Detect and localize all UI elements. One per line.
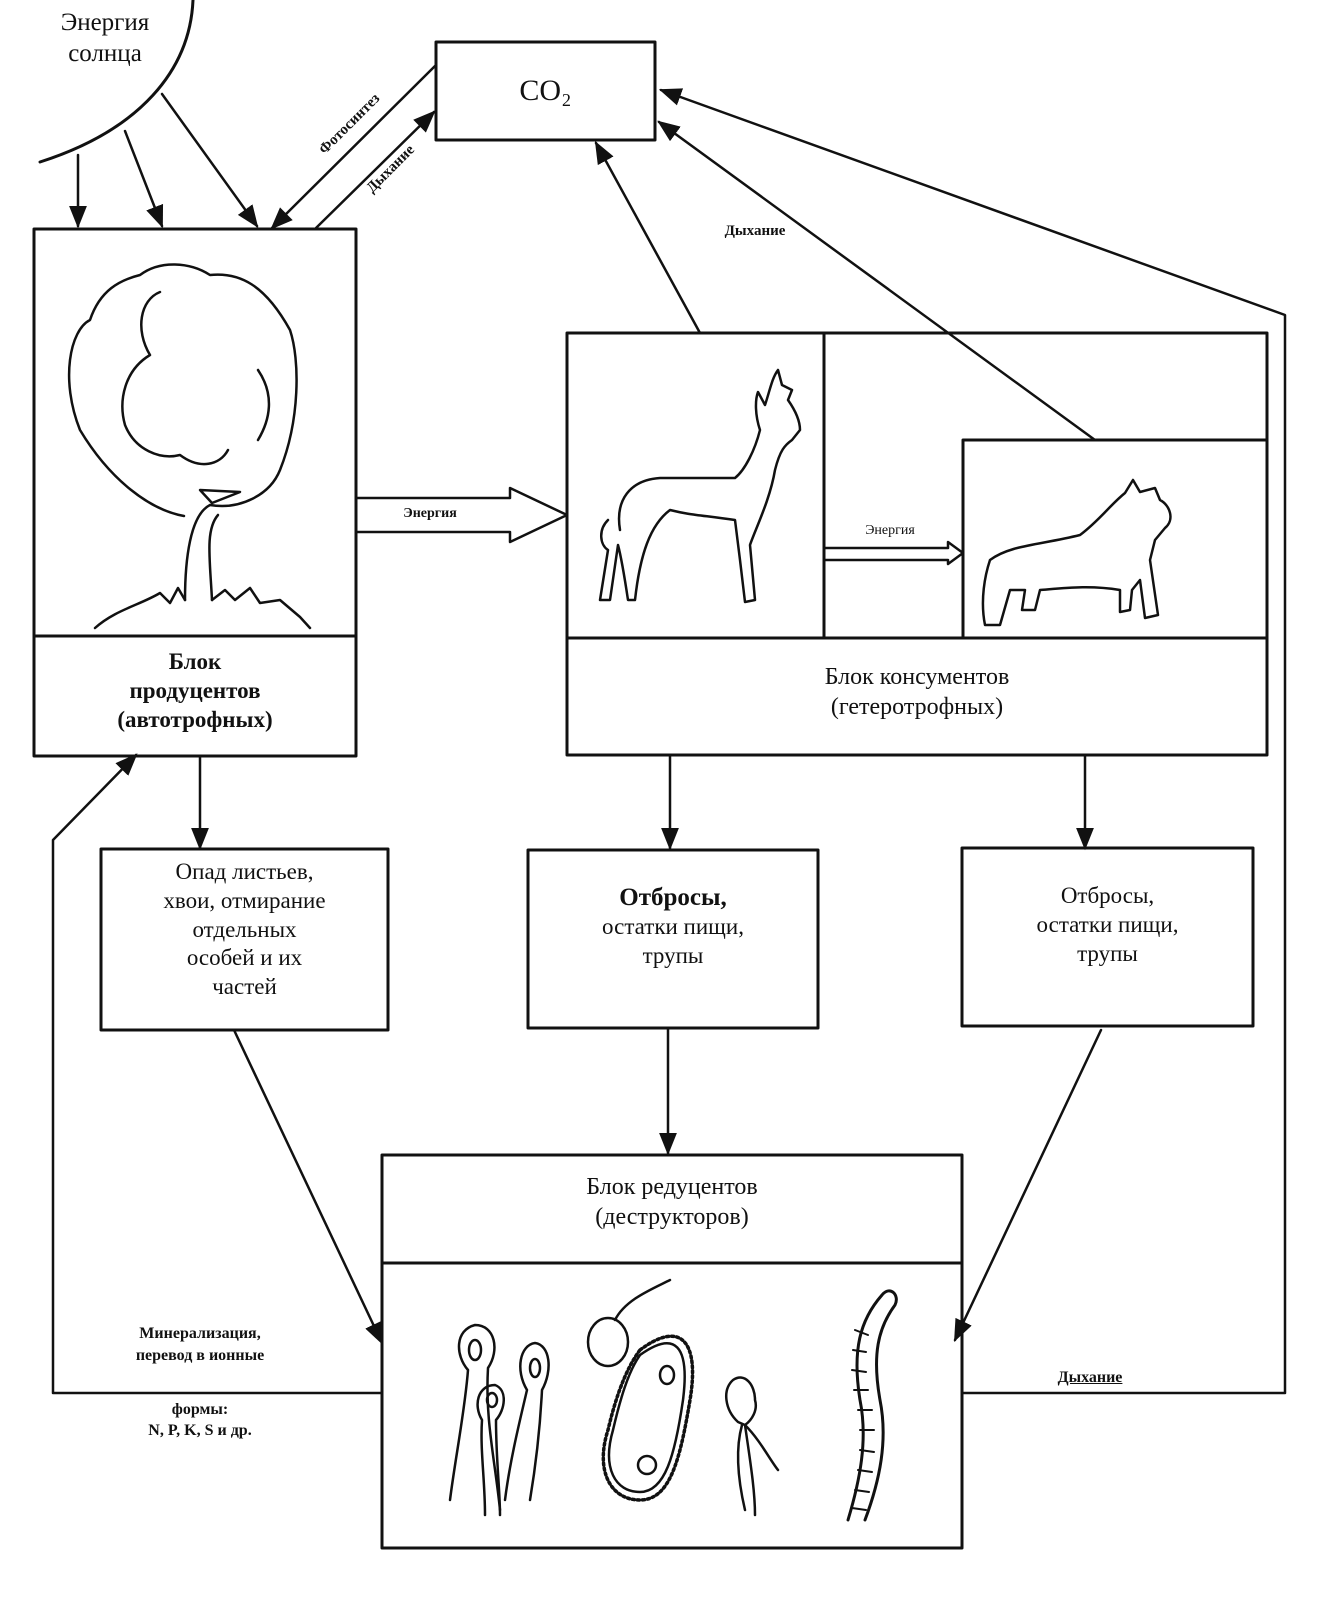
energy-label-2: Энергия [865, 523, 915, 538]
respiration-consumers-label: Дыхание [724, 223, 786, 239]
arrow-waste2-to-reducers [953, 1028, 1103, 1343]
consumers-label: Блок консументов (гетеротрофных) [567, 662, 1267, 722]
label-line: остатки пищи, [1036, 911, 1179, 937]
label-line: Отбросы, [619, 884, 727, 911]
deer-icon [598, 368, 802, 604]
label-line: продуцентов [129, 677, 261, 703]
reducers-box [380, 1153, 964, 1550]
sun-ray-arrow [160, 92, 259, 228]
respiration-reducers-label: Дыхание [1057, 1369, 1123, 1386]
wolf-icon [981, 478, 1172, 627]
waste-box-1 [526, 848, 820, 1030]
respiration-deer-arrow [594, 141, 702, 335]
label-line: Блок редуцентов [586, 1174, 758, 1200]
respiration-producers-arrow [314, 110, 436, 230]
flagellate-icon [586, 1278, 672, 1368]
mineralization-label-top: Минерализация, перевод в ионные [75, 1323, 325, 1368]
label-line: (автотрофных) [117, 706, 273, 732]
energy-arrow-deer-to-wolf [822, 540, 965, 566]
energy-label-1: Энергия [403, 506, 457, 521]
label-line: формы: [171, 1401, 229, 1418]
label-line: частей [212, 974, 277, 999]
label-line: особей и их [186, 945, 303, 971]
respiration-reducers-arrow [658, 88, 1287, 1395]
producers-label: Блок продуцентов (автотрофных) [34, 648, 356, 734]
mineralization-arrow [51, 753, 384, 1395]
label-line: (гетеротрофных) [830, 694, 1004, 720]
label-line: Отбросы, [1060, 883, 1155, 908]
litter-label: Опад листьев, хвои, отмирание отдельных … [101, 858, 388, 1002]
waste-box-2 [960, 846, 1255, 1028]
sun-icon [38, 0, 195, 164]
label-line: Минерализация, [139, 1325, 261, 1342]
sun-label-line: Энергия [60, 9, 150, 36]
waste1-label: Отбросы, остатки пищи, трупы [528, 882, 818, 971]
label-line: Блок консументов [824, 664, 1010, 690]
waste2-label: Отбросы, остатки пищи, трупы [962, 882, 1253, 968]
respiration-wolf-arrow [657, 120, 1097, 442]
arrow-litter-to-reducers [232, 1028, 384, 1346]
label-line: N, P, K, S и др. [148, 1421, 252, 1439]
ciliate-bacterium-icon [601, 1334, 695, 1502]
tree-icon [67, 263, 312, 630]
photosynthesis-arrow [270, 63, 438, 230]
co2-box [434, 40, 657, 142]
sun-label: Энергия солнца [25, 7, 185, 70]
label-line: Блок [168, 649, 222, 674]
label-line: (деструкторов) [595, 1204, 749, 1230]
label-line: трупы [1077, 940, 1138, 966]
reducers-label: Блок редуцентов (деструкторов) [382, 1172, 962, 1232]
bacterium-icon [725, 1376, 780, 1517]
label-line: трупы [642, 943, 704, 968]
co2-label: CO₂ [519, 74, 572, 107]
label-line: Опад листьев, [175, 859, 314, 884]
litter-box [99, 847, 390, 1032]
producers-box [32, 227, 358, 758]
label-line: отдельных [192, 916, 297, 942]
label-line: остатки пищи, [602, 914, 744, 940]
fungi-icon [448, 1323, 550, 1517]
sun-label-line: солнца [68, 40, 142, 68]
label-line: перевод в ионные [135, 1347, 265, 1365]
sun-ray-arrow [123, 129, 164, 229]
mineralization-label-bottom: формы: N, P, K, S и др. [75, 1400, 325, 1442]
label-line: хвои, отмирание [163, 887, 326, 913]
worm-icon [846, 1289, 898, 1522]
